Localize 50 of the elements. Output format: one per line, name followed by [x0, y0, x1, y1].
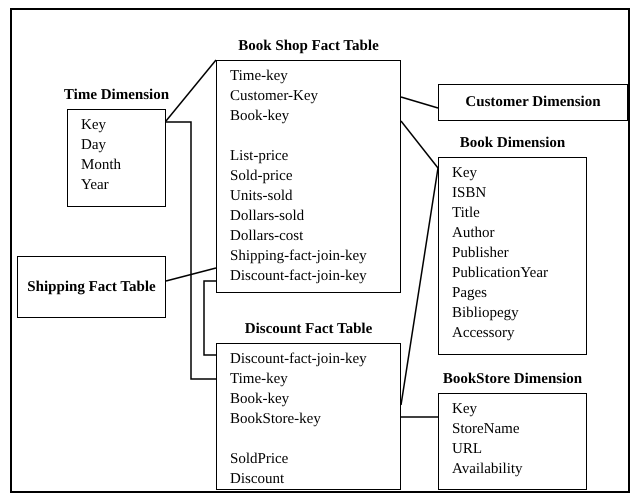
field-name: ISBN	[452, 184, 486, 203]
field-name: Key	[452, 164, 477, 183]
field-name: SoldPrice	[230, 450, 288, 469]
field-name: Month	[81, 156, 122, 175]
field-name: Units-sold	[230, 187, 293, 206]
field-name: PublicationYear	[452, 264, 548, 283]
table-heading: Book Dimension	[458, 134, 566, 152]
field-name: Key	[452, 400, 477, 419]
field-name: Bibliopegy	[452, 304, 519, 323]
field-name: Day	[81, 136, 106, 155]
connector-line	[400, 120, 439, 168]
connector-line	[401, 416, 438, 418]
field-name: Dollars-cost	[230, 227, 304, 246]
field-name: Accessory	[452, 324, 514, 343]
field-name: Discount-fact-join-key	[230, 267, 367, 286]
connector-line	[400, 168, 439, 406]
connector-line	[165, 60, 217, 122]
table-heading: Time Dimension	[62, 86, 170, 104]
field-name: Discount	[230, 470, 284, 489]
field-name: Pages	[452, 284, 487, 303]
connector-line	[203, 280, 216, 356]
field-name: Customer-Key	[230, 87, 318, 106]
table-heading: Discount Fact Table	[244, 320, 374, 338]
field-name: List-price	[230, 147, 288, 166]
field-name: URL	[452, 440, 482, 459]
table-name: Customer Dimension	[465, 93, 601, 112]
field-name: Book-key	[230, 390, 290, 409]
field-name: Sold-price	[230, 167, 292, 186]
field-name: Book-key	[230, 107, 290, 126]
field-name: Publisher	[452, 244, 509, 263]
field-name: Discount-fact-join-key	[230, 350, 367, 369]
table-heading: BookStore Dimension	[442, 370, 584, 388]
field-name: Time-key	[230, 67, 288, 86]
table-name: Shipping Fact Table	[27, 278, 156, 296]
table-box	[438, 84, 628, 121]
table-box	[17, 256, 166, 318]
field-name: Author	[452, 224, 494, 243]
field-name: Shipping-fact-join-key	[230, 247, 367, 266]
field-name: BookStore-key	[230, 410, 321, 429]
field-name: Time-key	[230, 370, 288, 389]
connector-line	[166, 267, 216, 282]
field-name: Dollars-sold	[230, 207, 304, 226]
field-name: StoreName	[452, 420, 520, 439]
field-name: Availability	[452, 460, 523, 479]
field-name: Key	[81, 116, 106, 135]
field-name: Year	[81, 176, 109, 195]
connector-line	[400, 96, 438, 109]
connector-line	[166, 121, 216, 380]
field-name: Title	[452, 204, 480, 223]
table-heading: Book Shop Fact Table	[237, 37, 380, 55]
